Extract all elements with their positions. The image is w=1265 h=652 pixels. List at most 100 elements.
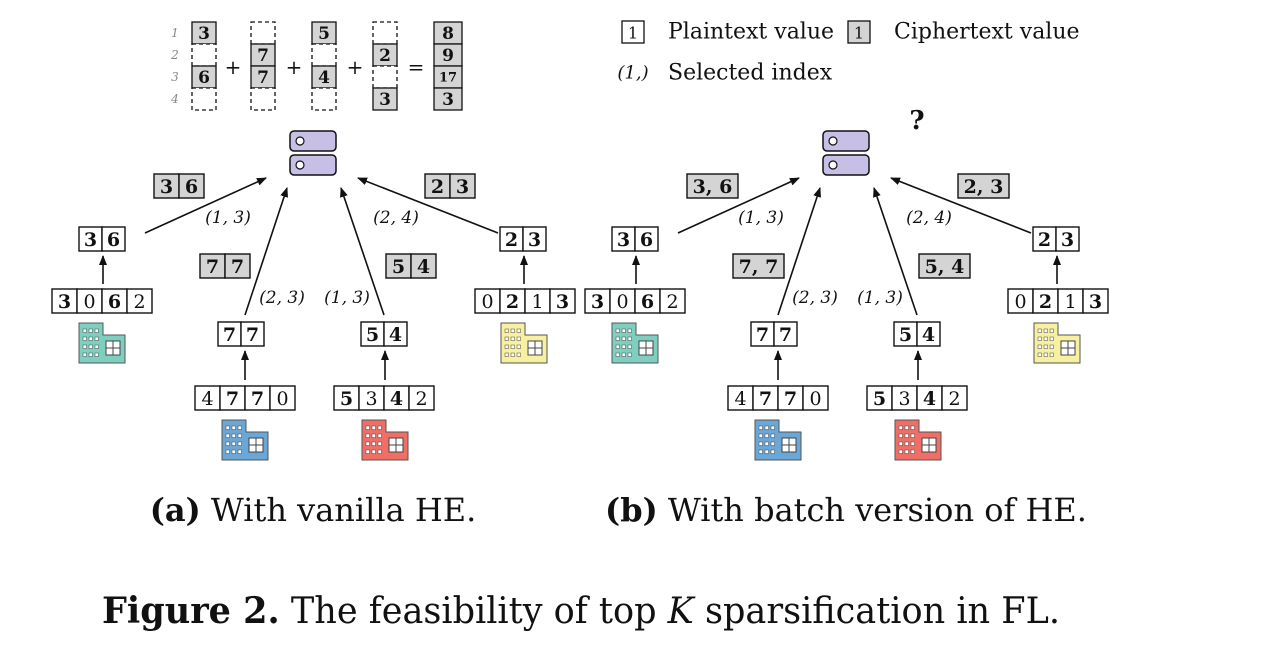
vector-cell	[240, 321, 265, 347]
building-window	[764, 433, 769, 438]
server-unit	[822, 154, 870, 176]
building-window	[88, 352, 93, 357]
building-window	[904, 441, 909, 446]
selected-index: (2, 3)	[259, 288, 305, 308]
building-window	[237, 433, 242, 438]
sent-ciphertext: 5, 4	[918, 253, 971, 279]
building-window	[764, 449, 769, 454]
cell-value: 6	[198, 68, 210, 88]
building-window	[94, 352, 99, 357]
vector-cell-value: 7	[231, 256, 244, 278]
building-window	[237, 449, 242, 454]
empty-cell	[250, 21, 276, 45]
ciphertext-value: 3, 6	[693, 176, 733, 198]
vector-cell-value: 3	[58, 291, 71, 313]
selected-index: (2, 4)	[906, 208, 952, 228]
building-window	[516, 344, 521, 349]
empty-cell	[250, 87, 276, 111]
cell-value: 4	[318, 68, 330, 88]
building-window	[764, 425, 769, 430]
vector-cell	[1055, 226, 1080, 252]
building-window	[615, 344, 620, 349]
cell-value: 2	[379, 46, 391, 66]
empty-cell	[191, 87, 217, 111]
building-window	[615, 352, 620, 357]
empty-cell	[372, 65, 398, 89]
panel-caption-text: With vanilla HE.	[201, 491, 477, 529]
ciphertext-swatch	[847, 20, 871, 44]
vector-cell-value: 7	[206, 256, 219, 278]
building-window	[94, 328, 99, 333]
empty-cell	[311, 43, 337, 67]
building-window	[904, 433, 909, 438]
vector-cell	[410, 253, 437, 279]
building-window	[377, 441, 382, 446]
building-window	[910, 441, 915, 446]
building-window	[1049, 344, 1054, 349]
vector-cell-value: 1	[531, 291, 543, 313]
vector-cell-value: 6	[185, 176, 198, 198]
vector-cell	[358, 385, 385, 411]
aggregation-input-column: 23	[372, 21, 398, 111]
empty-cell	[372, 21, 398, 45]
building-window	[88, 336, 93, 341]
building-window	[770, 433, 775, 438]
row-number: 1	[171, 26, 179, 40]
client-building	[361, 419, 409, 461]
vector-cell-value: 7	[246, 324, 259, 346]
vector-cell	[773, 321, 798, 347]
building-window	[225, 425, 230, 430]
plaintext-swatch-value: 1	[628, 24, 638, 43]
vector-cell	[126, 288, 153, 314]
vector-cell-value: 7	[759, 388, 772, 410]
building-window	[88, 344, 93, 349]
building-window	[1049, 336, 1054, 341]
sent-ciphertext: 7, 7	[732, 253, 785, 279]
building-window	[510, 328, 515, 333]
vector-cell	[584, 288, 611, 314]
building-window	[510, 344, 515, 349]
vector-cell-value: 0	[809, 388, 821, 410]
vector-cell	[244, 385, 271, 411]
panel-caption: (b) With batch version of HE.	[605, 491, 1087, 529]
building-window	[904, 449, 909, 454]
building-window	[231, 441, 236, 446]
panel-caption: (a) With vanilla HE.	[150, 491, 477, 529]
cell-value: 5	[318, 24, 330, 44]
cell-value: 9	[442, 46, 454, 66]
building-window	[377, 449, 382, 454]
cell-value: 3	[442, 90, 454, 110]
vector-cell-value: 3	[1089, 291, 1102, 313]
building-window	[225, 433, 230, 438]
building-window	[510, 352, 515, 357]
vector-cell-value: 7	[251, 388, 264, 410]
figure-caption: Figure 2. The feasibility of top K spars…	[102, 590, 1060, 632]
row-number: 4	[170, 92, 179, 106]
row-number: 3	[171, 70, 179, 84]
vector-cell-value: 6	[640, 229, 653, 251]
vector-cell-value: 3	[365, 388, 377, 410]
vector-cell-value: 7	[226, 388, 239, 410]
vector-cell-value: 3	[456, 176, 469, 198]
vector-cell-value: 4	[923, 388, 936, 410]
server-led	[828, 136, 838, 146]
index-glyph: (1,)	[617, 63, 648, 84]
vector-cell-value: 5	[392, 256, 405, 278]
building-window	[82, 328, 87, 333]
building-window	[770, 425, 775, 430]
vector-cell	[424, 173, 451, 199]
building-window	[615, 328, 620, 333]
building-window	[516, 328, 521, 333]
building-window	[758, 449, 763, 454]
ciphertext-value: 2, 3	[964, 176, 1004, 198]
building-window	[1043, 336, 1048, 341]
building-window	[621, 352, 626, 357]
upload-arrow	[144, 177, 267, 234]
vector-cell-value: 2	[1039, 291, 1052, 313]
plaintext-swatch	[621, 20, 645, 44]
